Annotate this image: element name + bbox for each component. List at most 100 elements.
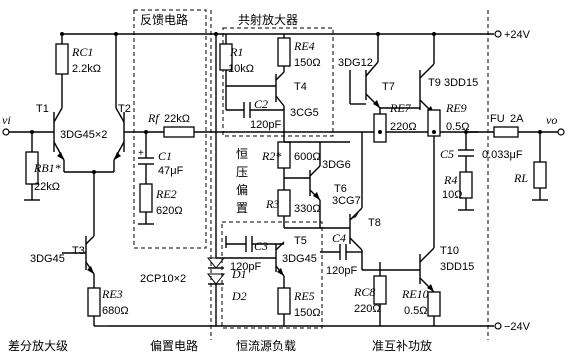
current-source-section-box (221, 221, 323, 329)
feedback-section-label: 反馈电路 (140, 12, 188, 27)
t5-type: 3DG45 (282, 253, 317, 265)
c5-value: 0.033μF (482, 149, 523, 161)
t4-type: 3CG5 (290, 107, 319, 119)
output-stage: 3DG12 T7 RE7 220Ω T9 3DD15 RE9 0.5Ω (320, 32, 565, 326)
section-borders (133, 9, 489, 340)
re4-name: RE4 (293, 39, 315, 53)
re9-name: RE9 (445, 101, 467, 115)
rl-name: RL (513, 171, 528, 185)
d2-label: D2 (231, 289, 247, 303)
current-source: C3 120pF T5 3DG45 RE5 150Ω (216, 235, 321, 326)
diodes-type: 2CP10×2 (140, 273, 186, 285)
c2-value: 120pF (250, 119, 281, 131)
resistor-re2 (139, 183, 153, 213)
current-source-section-label: 恒流源负载 (236, 339, 296, 353)
r4-name: R4 (443, 173, 457, 187)
re4-value: 150Ω (294, 57, 321, 69)
rf-value: 22kΩ (164, 113, 190, 125)
negative-terminal (494, 322, 502, 330)
common-emitter-stage: R1 10kΩ RE4 150Ω T4 3CG5 C2 120pF R2* 60… (219, 34, 351, 229)
c4-value: 120pF (326, 265, 357, 277)
input-label: vi (2, 113, 11, 127)
t10-label: T10 (440, 245, 459, 257)
resistor-re7 (373, 113, 387, 143)
re7-value: 220Ω (390, 121, 417, 133)
r4-value: 10Ω (442, 189, 462, 201)
const-voltage-char-2: 压 (236, 165, 248, 179)
c4-name: C4 (332, 231, 346, 245)
re2-value: 620Ω (156, 205, 183, 217)
re5-value: 150Ω (294, 307, 321, 319)
c1-name: C1 (158, 149, 172, 163)
t8-label: T8 (368, 217, 381, 229)
re10-name: RE10 (401, 287, 429, 301)
rc8-value: 220Ω (354, 303, 381, 315)
t6-type: 3DG6 (322, 159, 351, 171)
c3-name: C3 (254, 239, 268, 253)
const-voltage-char-1: 恒 (236, 147, 248, 161)
feedback-network: Rf 22kΩ + C1 47μF RE2 620Ω (124, 111, 478, 225)
differential-section-label: 差分放大级 (8, 338, 68, 353)
differential-stage: RC1 2.2kΩ T1 T2 3DG45×2 vi (2, 32, 131, 327)
svg-text:+: + (138, 148, 144, 159)
r3-value: 330Ω (294, 203, 321, 215)
input-terminal (2, 128, 10, 136)
t8-type: 3CG7 (332, 195, 361, 207)
bias-diodes: 2CP10×2 D1 D2 (140, 32, 247, 326)
c2-name: C2 (254, 97, 268, 111)
fuse-fu (493, 126, 519, 138)
r3-name: R3 (265, 197, 279, 211)
d1-label: D1 (231, 267, 247, 281)
re5-name: RE5 (293, 289, 315, 303)
t9-type: 3DD15 (444, 77, 478, 89)
t3-type: 3DG45 (30, 253, 65, 265)
resistor-rc8 (373, 275, 387, 305)
negative-supply-label: −24V (504, 321, 531, 333)
t7-label: T7 (382, 81, 395, 93)
r1-value: 10kΩ (228, 63, 254, 75)
t2-label: T2 (118, 103, 131, 115)
supply-rails: +24V −24V (62, 29, 531, 333)
output-terminal (557, 128, 565, 136)
resistor-re4 (277, 37, 291, 67)
c5-name: C5 (440, 147, 454, 161)
diode-d2 (206, 273, 226, 285)
bias-section-label: 偏置电路 (150, 338, 198, 353)
re3-value: 680Ω (102, 305, 129, 317)
re10-value: 0.5Ω (404, 305, 428, 317)
resistor-re5 (277, 287, 291, 315)
resistor-rc1 (55, 43, 69, 75)
r2-name: R2* (261, 149, 281, 163)
rb1-value: 22kΩ (34, 181, 60, 193)
common-emitter-section-box (222, 27, 334, 137)
re9-value: 0.5Ω (446, 121, 470, 133)
re2-name: RE2 (155, 187, 177, 201)
section-labels: 反馈电路 共射放大器 差分放大级 偏置电路 恒流源负载 准互补功放 (8, 12, 432, 353)
resistor-r3 (277, 189, 291, 217)
feedback-section-box (133, 9, 207, 249)
resistor-re3 (87, 287, 101, 317)
rc1-value: 2.2kΩ (72, 63, 101, 75)
c3-value: 120pF (230, 261, 261, 273)
quasi-complementary-section-label: 准互补功放 (372, 338, 432, 353)
positive-supply-label: +24V (504, 29, 531, 41)
r2-value: 600Ω (294, 151, 321, 163)
t1t2-type: 3DG45×2 (60, 129, 107, 141)
resistor-rl (533, 161, 547, 189)
t4-label: T4 (294, 81, 307, 93)
t5-label: T5 (294, 235, 307, 247)
resistor-re10 (427, 291, 441, 317)
common-emitter-section-label: 共射放大器 (238, 12, 298, 27)
positive-terminal (494, 30, 502, 38)
t9-label: T9 (428, 77, 441, 89)
rc1-name: RC1 (71, 45, 93, 59)
t3-label: T3 (72, 245, 85, 257)
rf-name: Rf (147, 111, 160, 125)
r1-name: R1 (229, 45, 243, 59)
fu-name: FU (490, 113, 505, 125)
resistor-rf (163, 126, 195, 138)
t6-label: T6 (334, 183, 347, 195)
t7-type: 3DG12 (338, 57, 373, 69)
const-voltage-char-3: 偏 (236, 182, 248, 197)
